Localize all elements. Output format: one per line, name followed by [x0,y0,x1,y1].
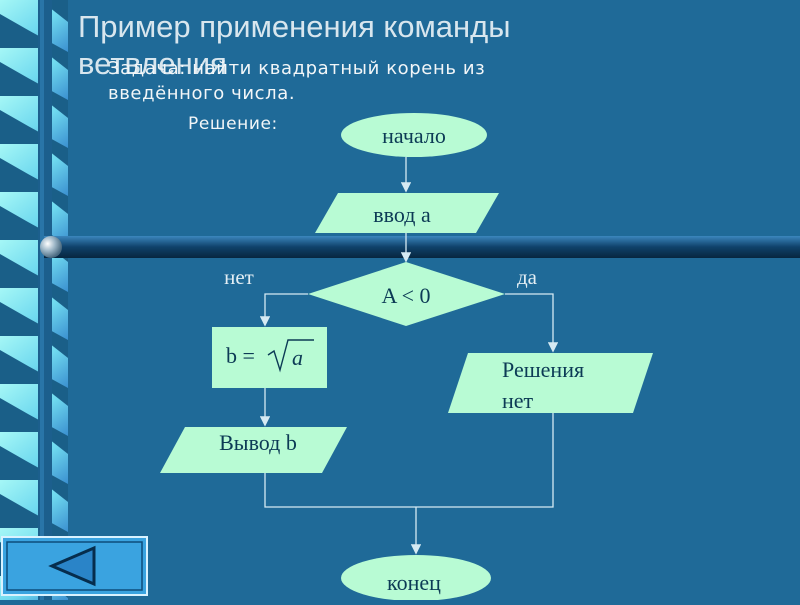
assign-prefix-label: b = [226,343,255,368]
branch-yes-label: да [517,265,538,289]
end-terminator [341,555,491,600]
start-terminator [341,113,487,157]
start-label: начало [382,123,446,148]
no-solution-line1: Решения [502,357,584,382]
condition-diamond [308,262,505,326]
connectors [259,157,559,555]
slide-title: Пример применения команды ветвления [78,9,511,81]
solution-label: Решение: [188,114,278,134]
output-parallelogram [160,427,347,473]
divider-knob [40,236,62,258]
connector-nosolution-merge [416,413,554,508]
decorative-ribbon-rail [0,0,68,600]
output-label: Вывод b [219,430,297,455]
connector-yes-branch [505,293,559,353]
square-root-icon [267,339,314,373]
branch-no-label: нет [224,265,254,289]
connector-output-merge [264,473,416,508]
end-label: конец [387,570,441,595]
back-nav-button[interactable] [0,535,150,597]
no-solution-parallelogram [448,353,653,413]
task-text: Задача: найти квадратный корень из введё… [108,58,486,104]
input-parallelogram [315,193,499,233]
assign-process-box [212,327,327,388]
input-label: ввод a [373,202,431,227]
horizontal-divider-bar [44,236,800,258]
shapes [160,113,653,600]
triangle-left-icon [48,545,96,587]
connector-no-branch [259,293,308,327]
condition-label: A < 0 [381,283,430,308]
no-solution-line2: нет [502,388,534,413]
ribbon-pattern [0,0,68,600]
assign-radicand-label: a [292,345,303,370]
